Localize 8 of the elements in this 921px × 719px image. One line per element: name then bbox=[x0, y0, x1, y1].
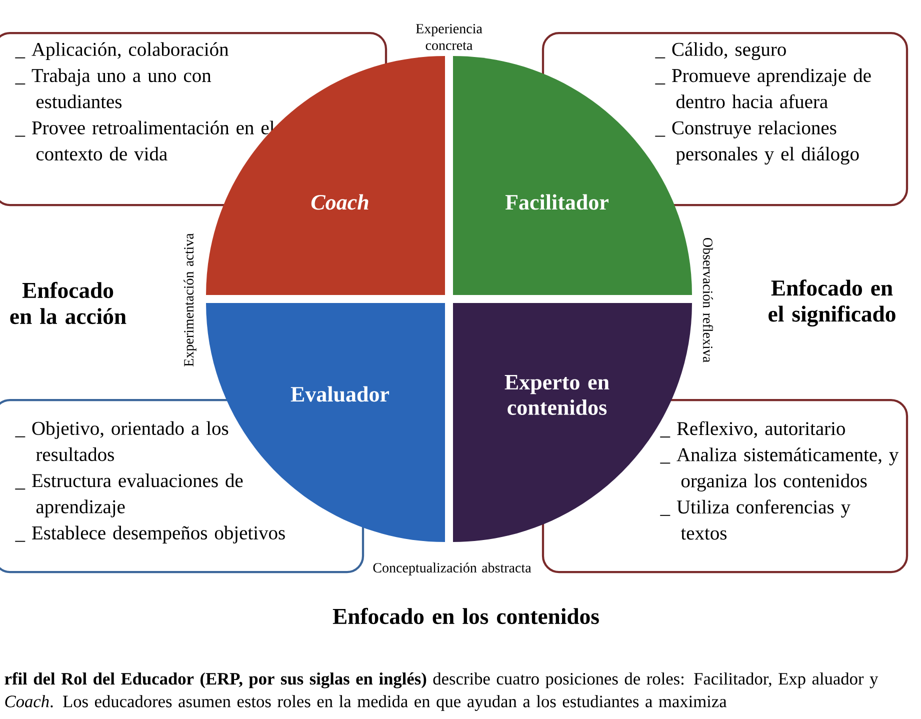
axis-label: Conceptualización abstracta bbox=[373, 562, 532, 576]
focus-label: Enfocado en la acción bbox=[10, 282, 126, 324]
axis-label: Experiencia concreta bbox=[416, 24, 482, 50]
axis-label: Observación reflexiva bbox=[703, 238, 713, 362]
focus-label: Enfocado en el significado bbox=[768, 280, 896, 326]
focus-label: Enfocado en los contenidos bbox=[332, 608, 599, 624]
axis-label: Experimentación activa bbox=[184, 233, 196, 366]
caption: rfil del Rol del Educador (ERP, por sus siglas en inglés) describe cuatro posiciones de roles: Facilitador, Exp aluador y Coach. Los educadores asumen estos roles en la medida en que ayudan a los estudiantes a maximiza bbox=[4, 672, 878, 711]
